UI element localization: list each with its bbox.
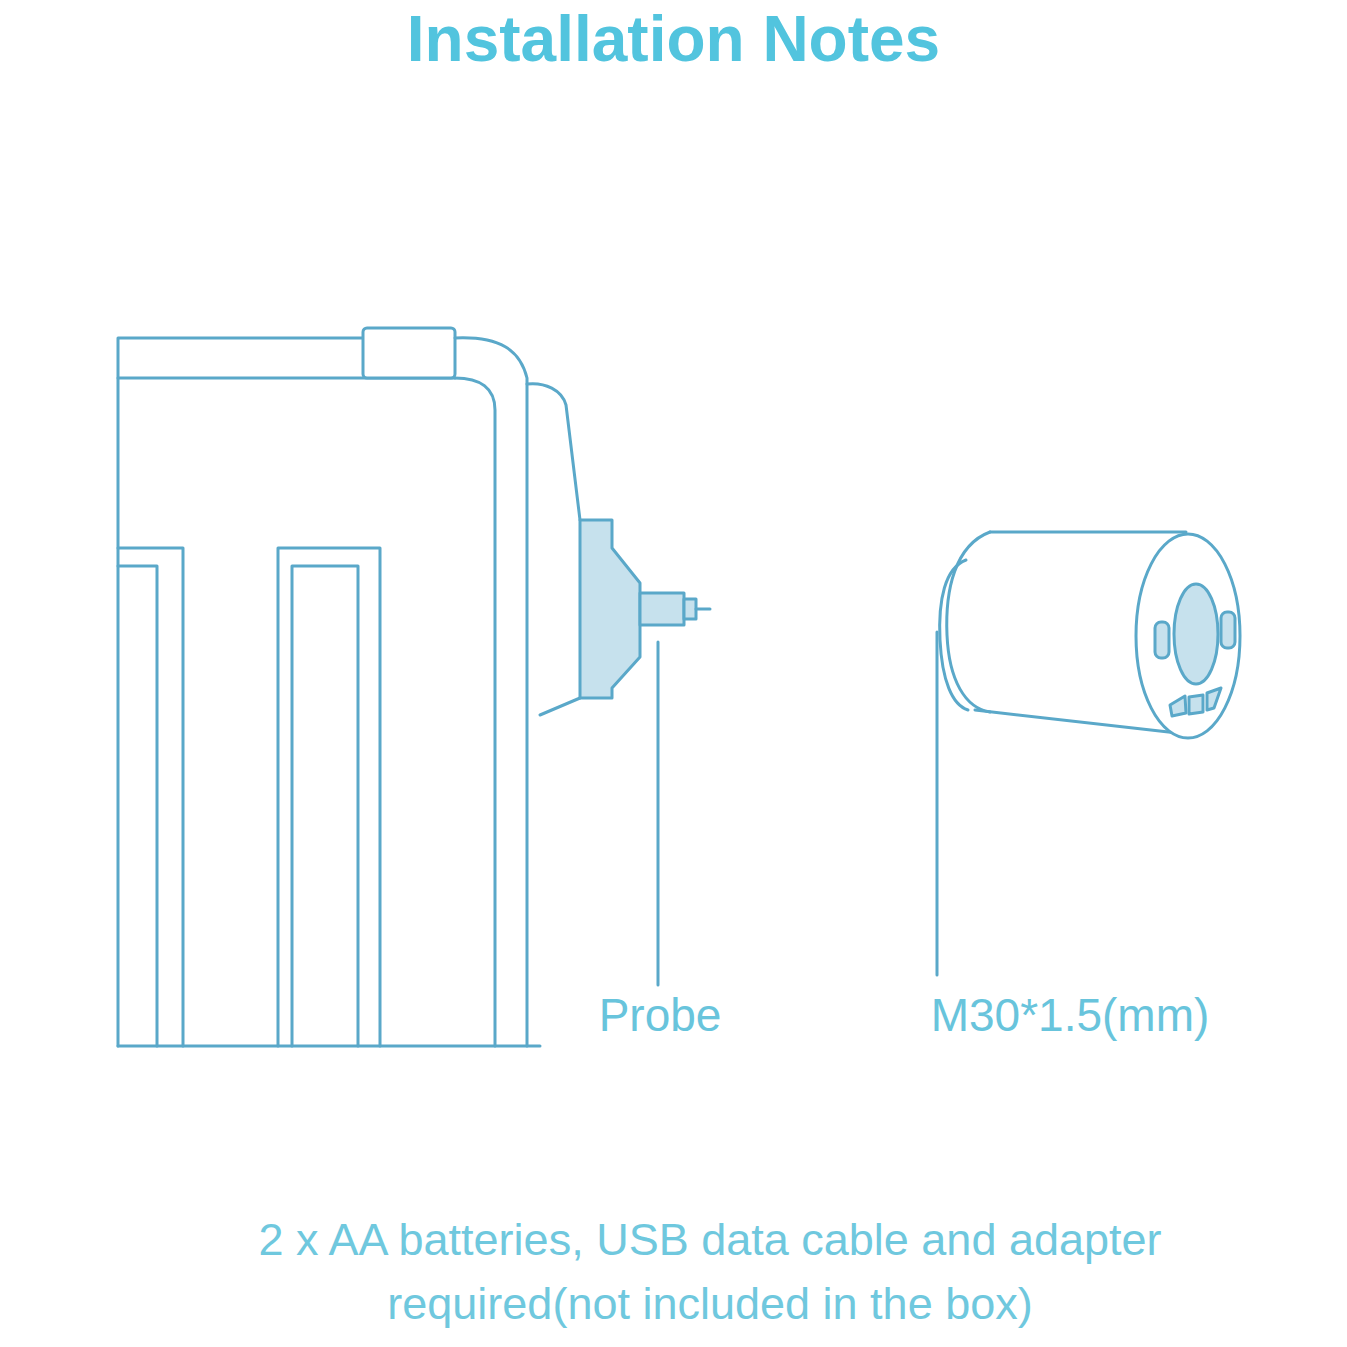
leader-line bbox=[936, 632, 939, 975]
valve bbox=[580, 520, 710, 698]
part-label: M30*1.5(mm) bbox=[890, 988, 1250, 1042]
thermostat bbox=[940, 532, 1240, 738]
note-text: 2 x AA batteries, USB data cable and ada… bbox=[170, 1208, 1250, 1336]
title: Installation Notes bbox=[0, 2, 1347, 76]
radiator bbox=[118, 328, 580, 1046]
leader-line bbox=[657, 642, 660, 985]
part-label: Probe bbox=[540, 988, 780, 1042]
